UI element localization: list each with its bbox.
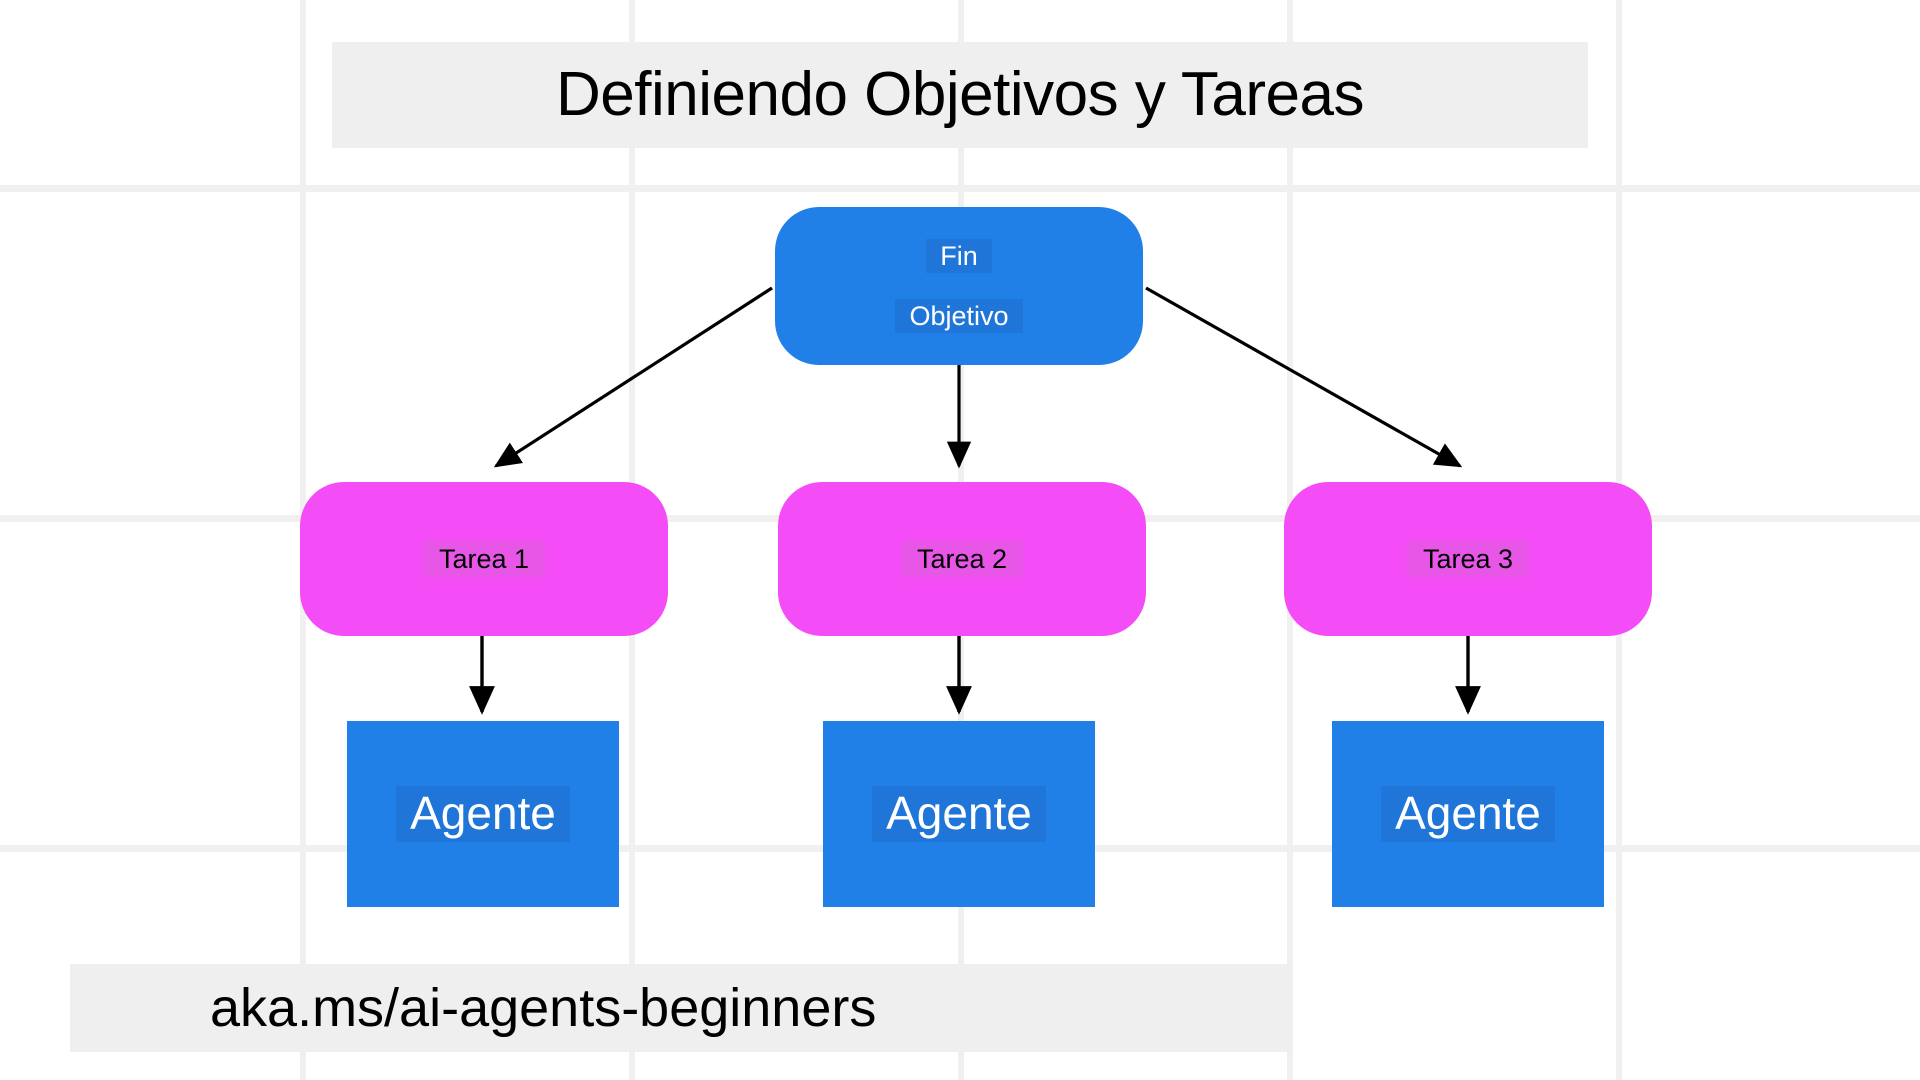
goal-node-subtitle: Objetivo [895, 299, 1023, 334]
agent-node-1-label: Agente [396, 786, 570, 842]
agent-node-2-label: Agente [872, 786, 1046, 842]
footer-url-banner: aka.ms/ai-agents-beginners [70, 964, 1292, 1052]
slide-title-banner: Definiendo Objetivos y Tareas [332, 42, 1588, 148]
task-node-3-label: Tarea 3 [1406, 540, 1530, 578]
page-title: Definiendo Objetivos y Tareas [555, 60, 1365, 129]
goal-node[interactable]: Fin Objetivo [775, 207, 1143, 365]
goal-node-title: Fin [926, 238, 992, 273]
task-node-2[interactable]: Tarea 2 [778, 482, 1146, 636]
footer-url-text[interactable]: aka.ms/ai-agents-beginners [210, 978, 877, 1038]
task-node-2-label: Tarea 2 [900, 540, 1024, 578]
agent-node-2[interactable]: Agente [823, 721, 1095, 907]
agent-node-3[interactable]: Agente [1332, 721, 1604, 907]
agent-node-3-label: Agente [1381, 786, 1555, 842]
task-node-1-label: Tarea 1 [422, 540, 546, 578]
agent-node-1[interactable]: Agente [347, 721, 619, 907]
task-node-1[interactable]: Tarea 1 [300, 482, 668, 636]
task-node-3[interactable]: Tarea 3 [1284, 482, 1652, 636]
